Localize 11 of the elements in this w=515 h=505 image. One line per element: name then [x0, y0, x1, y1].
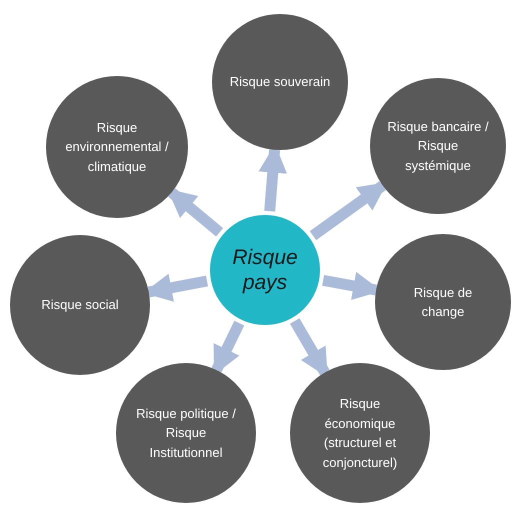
circle-label: Risque social — [41, 296, 119, 314]
circle-label: Risque bancaire / Risque systémique — [386, 118, 490, 175]
arrow — [167, 188, 224, 237]
circle-label: Risque politique / Risque Institutionnel — [135, 404, 237, 462]
circle-label: Risque environnemental / climatique — [64, 118, 170, 176]
circle-label: Risque de change — [412, 284, 474, 321]
circle-label: Risque souverain — [230, 73, 330, 92]
circle-label: Risque économique (structurel et conjoncturel) — [322, 395, 398, 472]
circle-label: Risque pays — [231, 244, 299, 296]
arrow — [310, 181, 388, 240]
arrow — [290, 318, 330, 378]
